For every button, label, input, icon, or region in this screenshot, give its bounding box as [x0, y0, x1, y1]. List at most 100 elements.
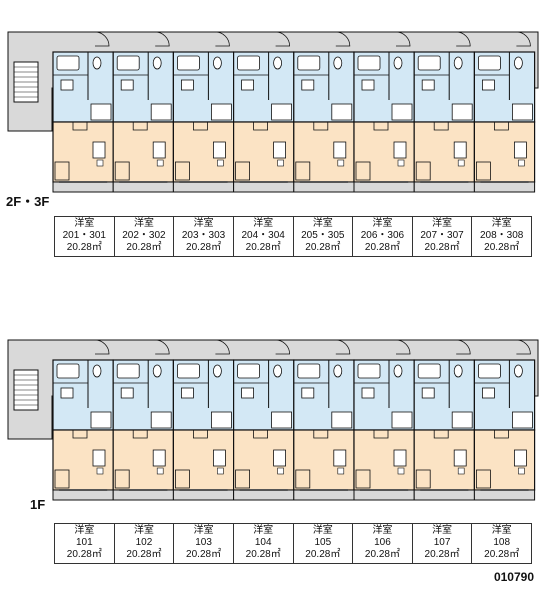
kitchen-counter — [451, 103, 473, 121]
unit-area: 20.28㎡ — [245, 549, 281, 560]
kitchen-counter — [271, 411, 293, 429]
door-swing — [456, 339, 471, 355]
bathtub — [116, 55, 140, 71]
sink — [481, 387, 495, 399]
bathtub — [417, 55, 441, 71]
sink — [60, 387, 74, 399]
balcony — [413, 489, 475, 501]
bathtub — [297, 363, 321, 379]
unit-number: 104 — [254, 537, 272, 548]
room-step — [132, 430, 148, 439]
unit-number: 101 — [75, 537, 93, 548]
room-step — [433, 122, 449, 131]
closet — [54, 469, 70, 489]
toilet — [393, 56, 403, 70]
desk — [514, 449, 527, 467]
sink — [241, 387, 255, 399]
room-step — [494, 430, 509, 439]
desk — [393, 449, 407, 467]
kitchen-counter — [150, 103, 172, 121]
unit-number: 207・307 — [420, 230, 464, 241]
toilet — [152, 364, 162, 378]
desk — [393, 141, 407, 159]
bathtub — [417, 363, 441, 379]
unit-type: 洋室 — [133, 218, 154, 229]
unit-number: 206・306 — [360, 230, 405, 241]
chair — [217, 467, 224, 475]
bathtub — [357, 363, 381, 379]
kitchen-counter — [90, 411, 112, 429]
sink — [421, 387, 435, 399]
toilet — [453, 56, 463, 70]
sink — [481, 79, 495, 91]
closet — [355, 161, 371, 181]
toilet — [92, 364, 102, 378]
unit-type: 洋室 — [133, 525, 154, 536]
unit-type: 洋室 — [491, 218, 512, 229]
door-swing — [275, 31, 291, 47]
kitchen-counter — [90, 103, 112, 121]
chair — [518, 159, 525, 167]
closet — [475, 161, 491, 181]
chair — [397, 467, 405, 475]
sink — [241, 79, 255, 91]
floor-label-ground: 1F — [30, 497, 46, 512]
kitchen-counter — [391, 103, 413, 121]
room-step — [373, 430, 389, 439]
room — [473, 429, 536, 491]
desk — [152, 141, 166, 159]
door-swing — [516, 339, 531, 355]
sink — [301, 387, 315, 399]
unit-area: 20.28㎡ — [305, 242, 341, 253]
balcony — [353, 489, 415, 501]
sink — [361, 387, 375, 399]
floor-label-upper: 2F・3F — [6, 194, 50, 209]
chair — [457, 467, 465, 475]
room-step — [132, 122, 148, 131]
closet — [54, 161, 70, 181]
unit-number: 105 — [314, 537, 332, 548]
chair — [337, 467, 345, 475]
door-swing — [155, 31, 170, 47]
kitchen-counter — [271, 103, 293, 121]
unit-area: 20.28㎡ — [364, 242, 400, 253]
balcony — [112, 181, 174, 193]
room-step — [313, 430, 329, 439]
unit-type: 洋室 — [432, 525, 453, 536]
listing-code: 010790 — [493, 570, 534, 584]
unit-number: 203・303 — [181, 230, 226, 241]
kitchen-counter — [210, 411, 232, 429]
unit-area: 20.28㎡ — [186, 242, 222, 253]
sink — [361, 79, 375, 91]
desk — [453, 449, 467, 467]
chair — [337, 159, 345, 167]
desk — [92, 141, 106, 159]
door-swing — [335, 339, 351, 355]
sink — [180, 387, 194, 399]
room-step — [253, 430, 268, 439]
unit-area: 20.28㎡ — [484, 549, 520, 560]
unit-area: 20.28㎡ — [126, 549, 162, 560]
bathtub — [477, 55, 501, 71]
balcony — [413, 181, 475, 193]
chair — [277, 159, 284, 167]
sink — [301, 79, 315, 91]
balcony — [293, 489, 355, 501]
closet — [415, 469, 431, 489]
door-swing — [275, 339, 291, 355]
room-step — [193, 122, 208, 131]
desk — [453, 141, 467, 159]
chair — [96, 467, 104, 475]
desk — [212, 141, 226, 159]
desk — [273, 141, 287, 159]
balcony — [172, 489, 235, 501]
room-step — [253, 122, 268, 131]
unit-area: 20.28㎡ — [66, 549, 102, 560]
